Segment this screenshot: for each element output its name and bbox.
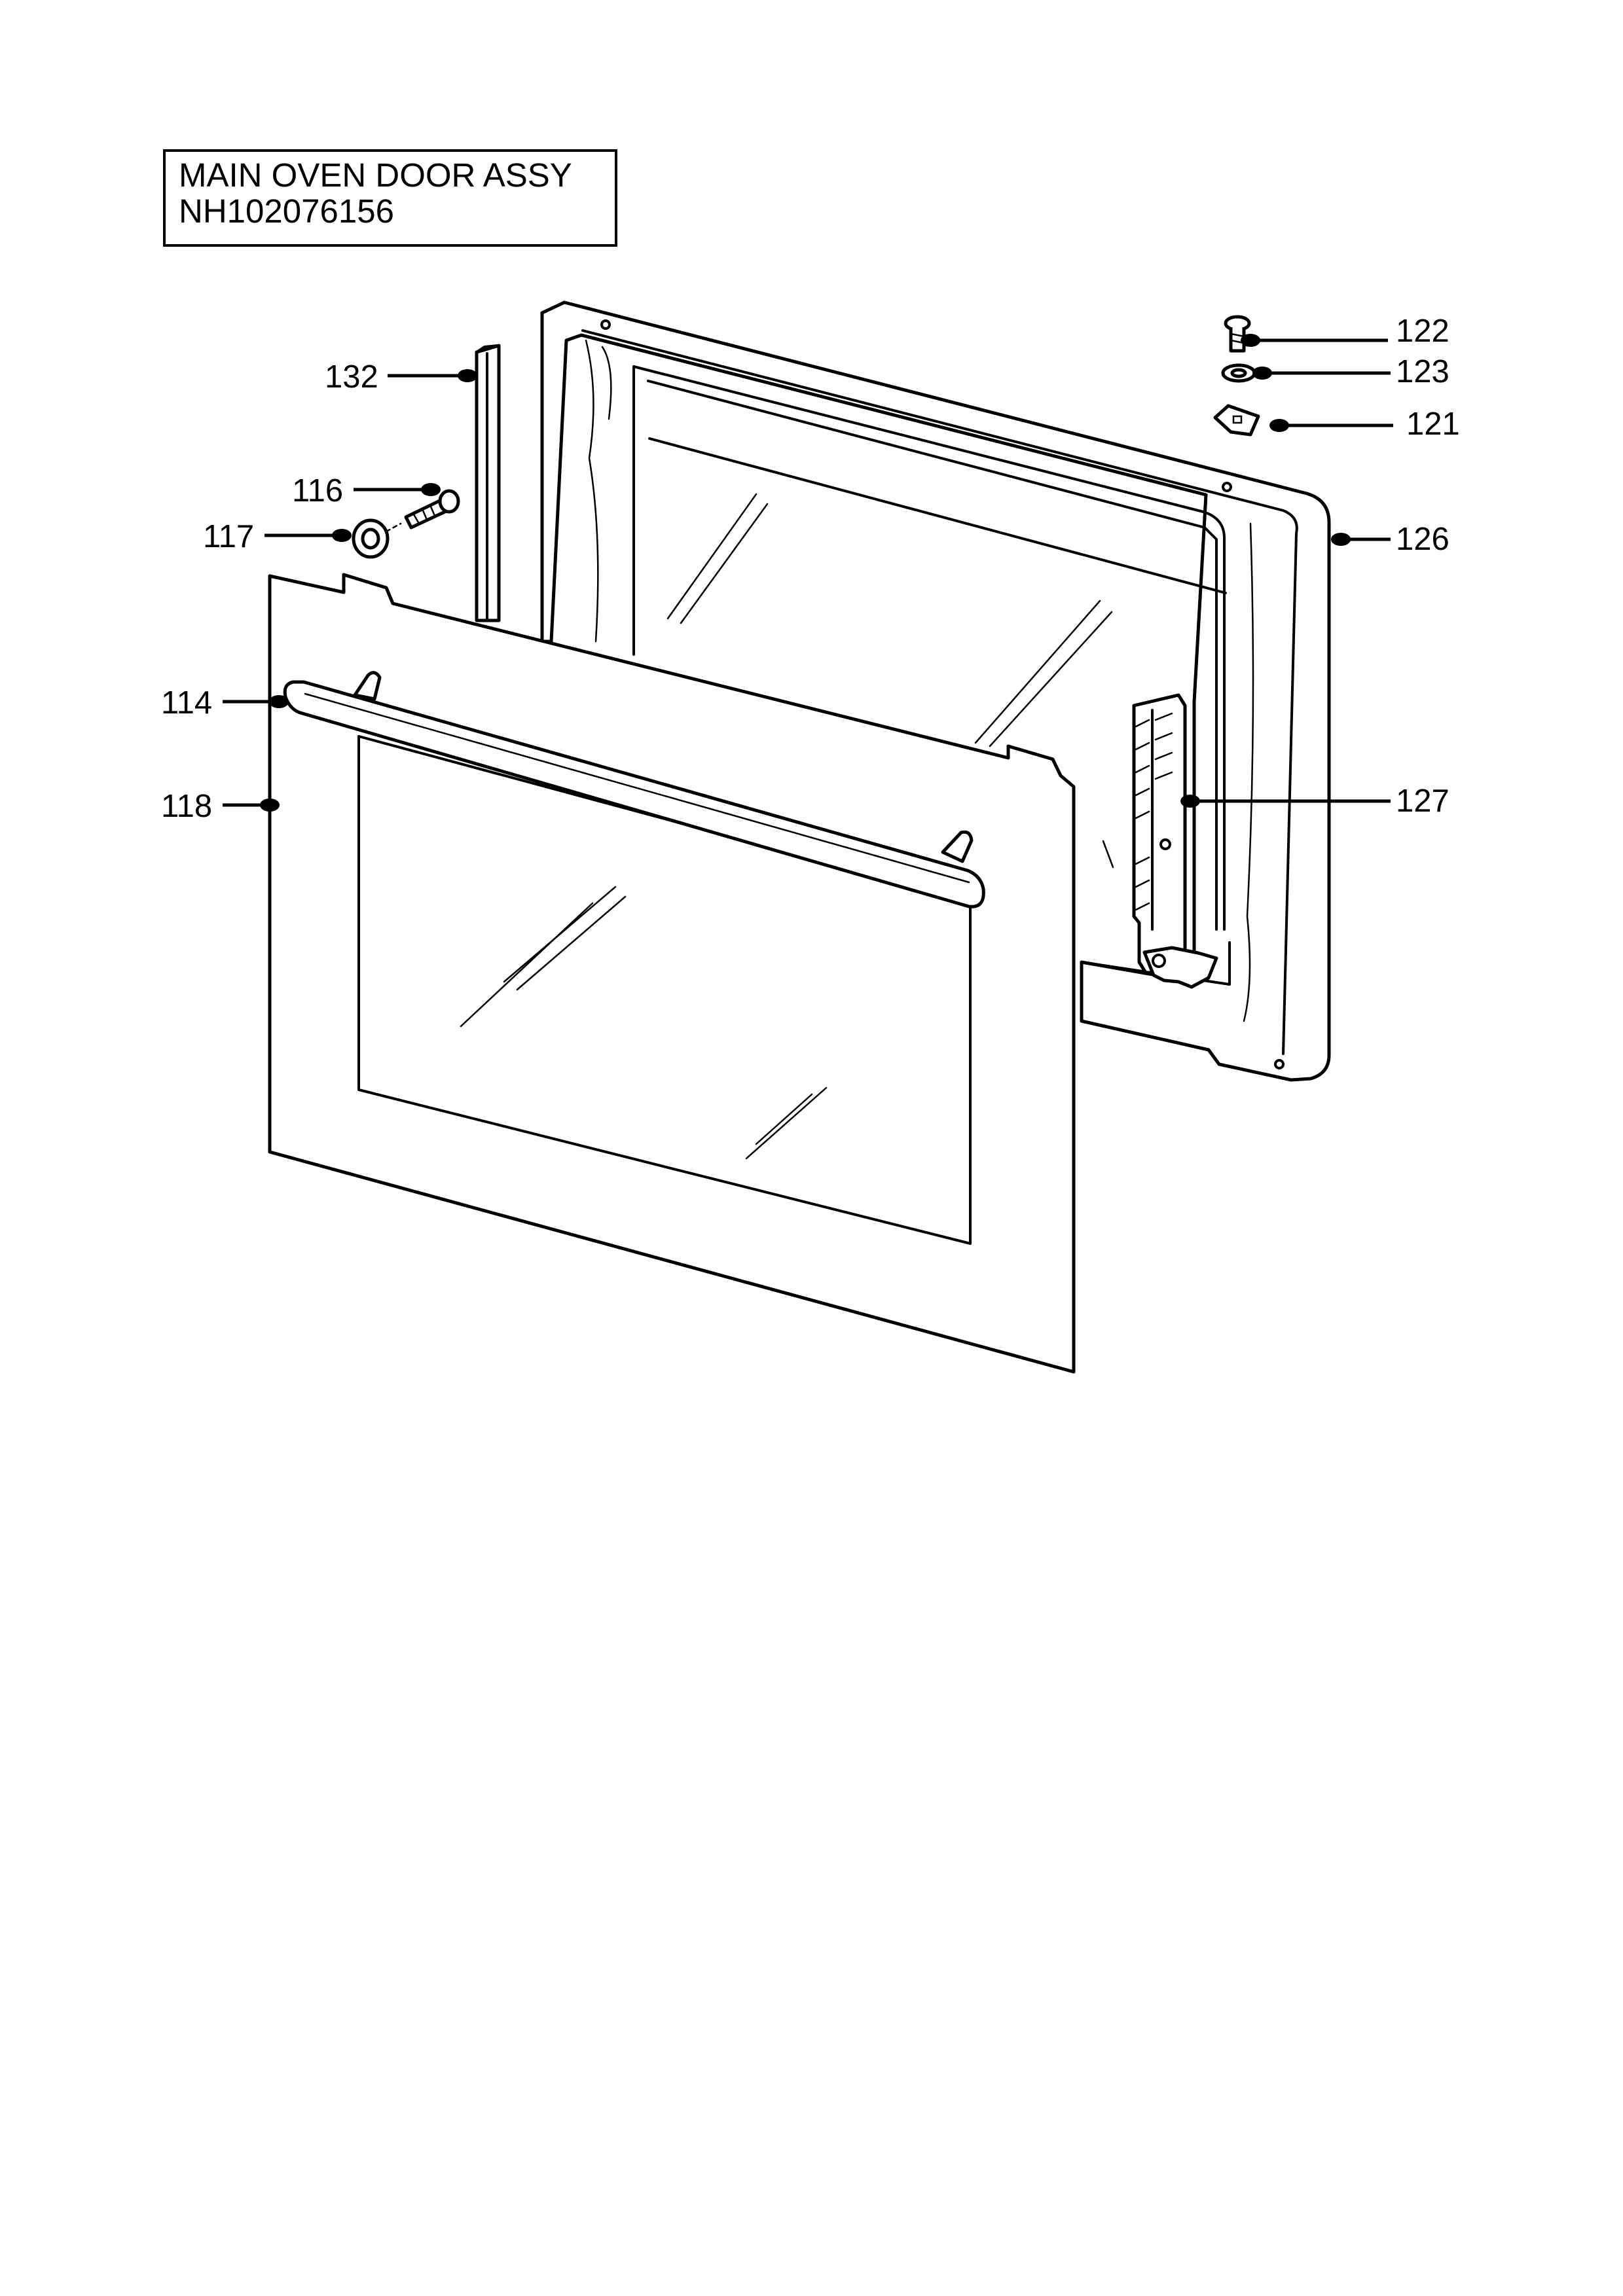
callout-dot xyxy=(332,529,352,542)
assembly-title: MAIN OVEN DOOR ASSY xyxy=(179,156,572,194)
callout-dot xyxy=(269,695,289,708)
callout-122: 122 xyxy=(1241,314,1450,349)
door-hinge xyxy=(1132,693,1218,989)
assembly-part-number: NH102076156 xyxy=(179,192,394,230)
callout-127: 127 xyxy=(1180,783,1450,819)
callout-label: 126 xyxy=(1396,522,1450,557)
callout-dot xyxy=(1252,367,1272,380)
inner-door-frame xyxy=(540,300,1331,1082)
clip xyxy=(1213,404,1260,437)
callout-dot xyxy=(1180,795,1200,808)
screw xyxy=(1224,315,1251,353)
callout-117: 117 xyxy=(203,519,352,554)
callout-label: 127 xyxy=(1396,783,1450,819)
callout-114: 114 xyxy=(161,685,289,721)
callout-label: 132 xyxy=(325,359,378,395)
handle-spacer xyxy=(352,518,402,559)
handle-screw xyxy=(404,489,460,529)
callout-label: 123 xyxy=(1396,354,1450,389)
side-seal-strip xyxy=(475,344,501,622)
callout-123: 123 xyxy=(1252,354,1450,389)
callout-118: 118 xyxy=(161,789,280,824)
callout-dot xyxy=(1241,334,1260,347)
callout-label: 117 xyxy=(203,519,254,554)
callout-116: 116 xyxy=(292,473,441,509)
callout-label: 118 xyxy=(161,789,212,824)
callout-121: 121 xyxy=(1269,406,1460,442)
callout-dot xyxy=(1331,533,1351,546)
title-box: MAIN OVEN DOOR ASSY NH102076156 xyxy=(163,149,617,247)
callout-dot xyxy=(458,369,477,382)
callout-label: 114 xyxy=(161,685,212,721)
callout-label: 121 xyxy=(1406,406,1460,442)
callout-dot xyxy=(421,483,441,496)
callout-132: 132 xyxy=(325,359,477,395)
washer xyxy=(1221,363,1256,383)
outer-glass-panel xyxy=(268,573,1076,1374)
callout-126: 126 xyxy=(1331,522,1450,557)
callout-dot xyxy=(1269,419,1289,432)
callout-dot xyxy=(260,798,280,812)
door-handle xyxy=(283,671,985,908)
callout-label: 116 xyxy=(292,473,343,509)
callout-label: 122 xyxy=(1396,314,1450,349)
